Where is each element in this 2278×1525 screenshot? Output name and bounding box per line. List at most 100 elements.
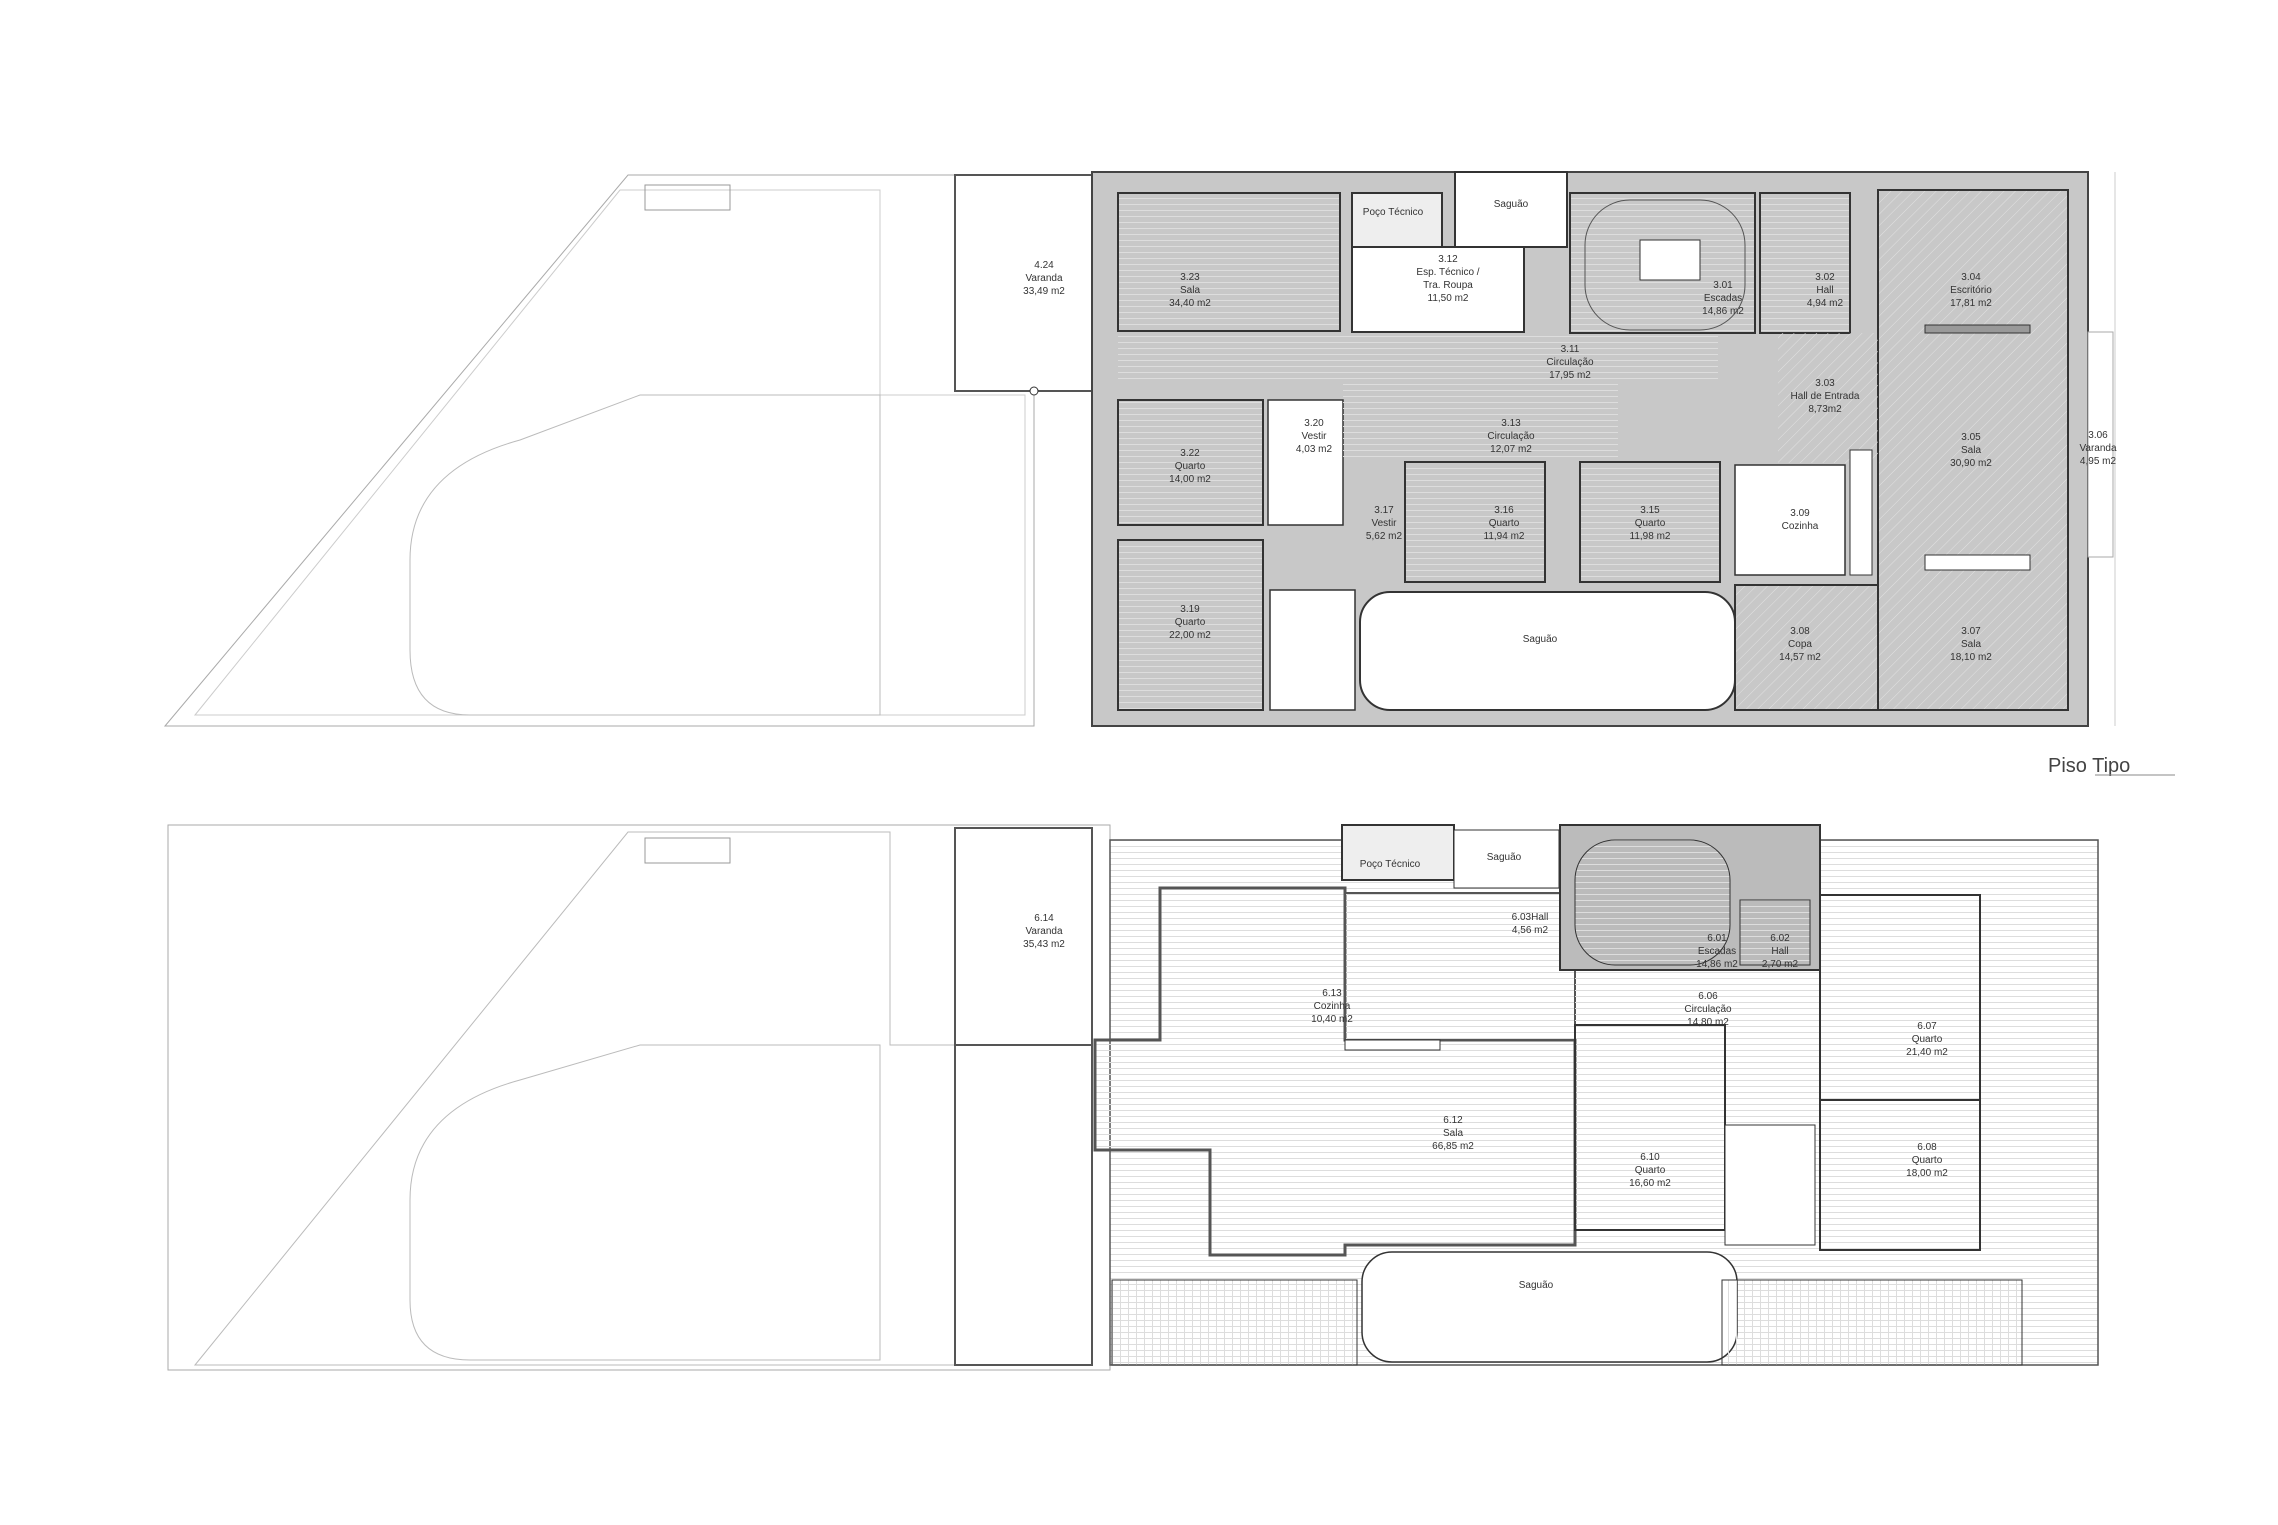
- room-label-line: Quarto: [1489, 518, 1520, 529]
- room-label-line: 3.09: [1790, 508, 1810, 519]
- room-label-line: 6.02: [1770, 933, 1790, 944]
- room-label-line: 3.08: [1790, 626, 1810, 637]
- room-6-01: [1574, 839, 1731, 966]
- room-label-line: 3.23: [1180, 272, 1200, 283]
- room-3-09: [1734, 464, 1846, 576]
- roof-slope: [1111, 1279, 1358, 1366]
- room-label-sag6b: Saguão: [1519, 1280, 1554, 1291]
- room-label-line: 21,40 m2: [1906, 1047, 1948, 1058]
- room-label-line: Saguão: [1523, 634, 1558, 645]
- room-3-11: [1118, 331, 1718, 383]
- room-label-line: 4,94 m2: [1807, 298, 1844, 309]
- room-label-line: 33,49 m2: [1023, 286, 1065, 297]
- room-label-line: 3.05: [1961, 432, 1981, 443]
- room-6-13-area: [1344, 892, 1576, 1041]
- room-label-line: Quarto: [1912, 1155, 1943, 1166]
- bathroom: [1269, 589, 1356, 711]
- room-label-line: 14,57 m2: [1779, 652, 1821, 663]
- poco-tecnico: [1351, 192, 1443, 248]
- room-label-poco6: Poço Técnico: [1360, 859, 1421, 870]
- room-label-line: 17,81 m2: [1950, 298, 1992, 309]
- room-label-line: 11,50 m2: [1428, 293, 1469, 304]
- room-label-line: Varanda: [1025, 273, 1063, 284]
- room-label-line: 4,95 m2: [2080, 456, 2117, 467]
- room-label-line: Tra. Roupa: [1423, 280, 1473, 291]
- room-3-20: [1267, 399, 1344, 526]
- skylight: [644, 184, 731, 211]
- room-label-line: Escritório: [1950, 285, 1992, 296]
- room-3-19: [1117, 539, 1264, 711]
- room-label-line: Vestir: [1301, 431, 1327, 442]
- room-label-line: Cozinha: [1314, 1001, 1351, 1012]
- plan-piso-tipo: [163, 171, 2116, 727]
- room-3-13: [1343, 383, 1618, 461]
- plan-title: Piso Tipo: [2048, 755, 2130, 777]
- room-label-line: 3.02: [1815, 272, 1835, 283]
- terrace-outline: [163, 174, 1035, 727]
- room-label-line: 12,07 m2: [1490, 444, 1532, 455]
- room-label-line: 3.01: [1713, 280, 1733, 291]
- room-label-line: 3.04: [1961, 272, 1981, 283]
- stair-well: [1584, 199, 1746, 331]
- room-label-line: 34,40 m2: [1169, 298, 1211, 309]
- fireplace: [1924, 554, 2031, 571]
- room-6-02: [1739, 899, 1811, 966]
- room-3-23: [1117, 192, 1341, 332]
- room-label-line: 3.03: [1815, 378, 1835, 389]
- room-label-line: 6.08: [1917, 1142, 1937, 1153]
- room-3-22: [1117, 399, 1264, 526]
- room-label-line: 6.13: [1322, 988, 1342, 999]
- room-label-sag3b: Saguão: [1523, 634, 1558, 645]
- room-label-line: Hall: [1771, 946, 1788, 957]
- room-label-line: 6.10: [1640, 1152, 1660, 1163]
- saguao-courtyard: [1359, 591, 1736, 711]
- planter-curve: [409, 1044, 881, 1361]
- room-label-line: 6.03Hall: [1512, 912, 1549, 923]
- room-label-line: 2,70 m2: [1762, 959, 1799, 970]
- room-label-line: Poço Técnico: [1360, 859, 1421, 870]
- room-label-line: 14,86 m2: [1702, 306, 1744, 317]
- varanda-3-06: [2087, 331, 2114, 558]
- room-label-line: 18,00 m2: [1906, 1168, 1948, 1179]
- room-label-line: Quarto: [1635, 1165, 1666, 1176]
- room-label-line: 30,90 m2: [1950, 458, 1992, 469]
- stair-void: [1639, 239, 1701, 281]
- kitchen-counter: [1344, 1039, 1441, 1051]
- room-label-line: Circulação: [1684, 1004, 1732, 1015]
- room-label-line: Esp. Técnico /: [1416, 267, 1479, 278]
- saguao-top: [1453, 829, 1560, 889]
- room-label-line: Escadas: [1704, 293, 1742, 304]
- room-label-line: 3.11: [1561, 344, 1580, 355]
- room-label-line: 11,98 m2: [1630, 531, 1671, 542]
- room-label-line: 4,03 m2: [1296, 444, 1333, 455]
- room-label-line: 18,10 m2: [1950, 652, 1992, 663]
- room-label-line: Quarto: [1912, 1034, 1943, 1045]
- room-label-poco3: Poço Técnico: [1363, 207, 1424, 218]
- room-3-15: [1579, 461, 1721, 583]
- room-label-line: 22,00 m2: [1169, 630, 1211, 641]
- varanda-4-24: [954, 174, 1093, 392]
- room-label-line: Poço Técnico: [1363, 207, 1424, 218]
- room-label-line: 6.07: [1917, 1021, 1937, 1032]
- room-label-line: 17,95 m2: [1549, 370, 1591, 381]
- room-label-sag3a: Saguão: [1494, 199, 1529, 210]
- room-label-line: 5,62 m2: [1366, 531, 1403, 542]
- room-label-line: 4.24: [1034, 260, 1054, 271]
- roof-slope: [1721, 1279, 2023, 1366]
- room-label-line: Quarto: [1635, 518, 1666, 529]
- varanda-6-14: [954, 827, 1093, 1366]
